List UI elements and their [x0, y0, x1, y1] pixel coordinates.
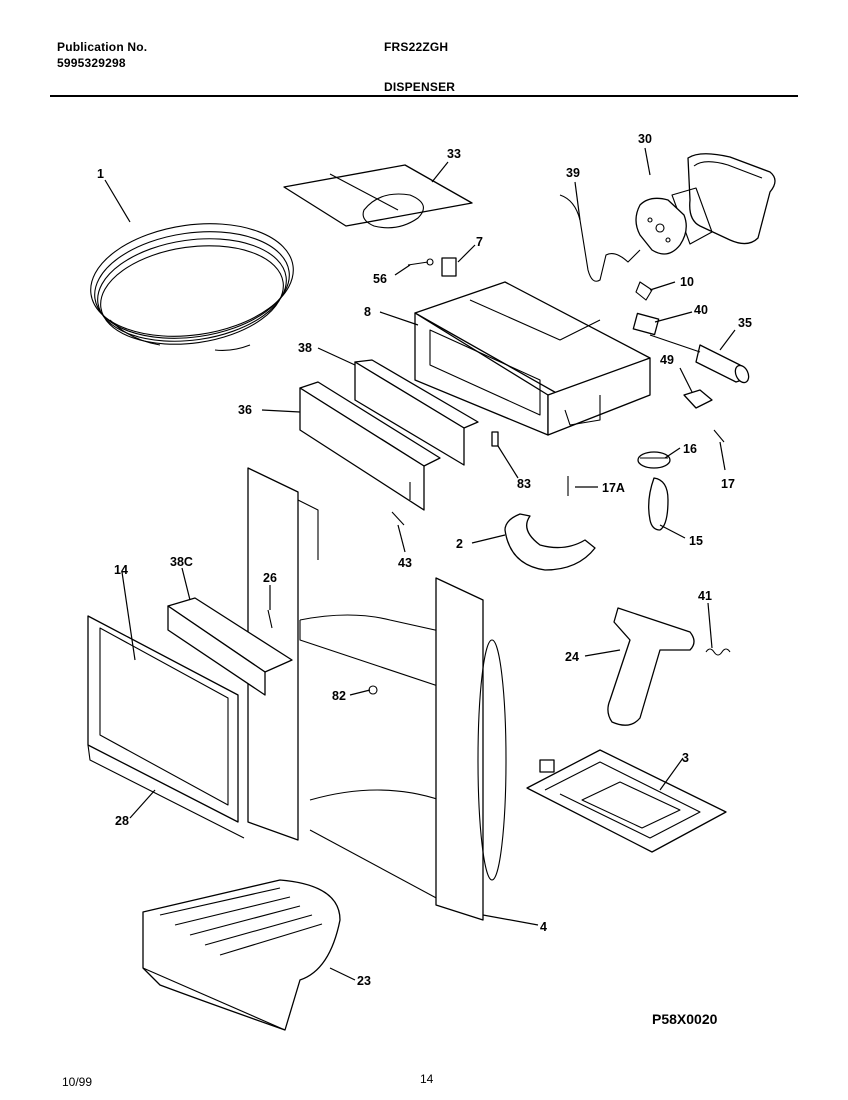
leader-lines: [104, 147, 736, 981]
part-23-drip-tray: [142, 879, 341, 1031]
part-38c-control-board: [167, 597, 293, 696]
page-number: 14: [420, 1072, 434, 1086]
part-8-dispenser-housing: [414, 281, 651, 436]
callout-10: 10: [680, 275, 694, 289]
part-82-spacer: [368, 685, 378, 695]
callout-26: 26: [263, 571, 277, 585]
callout-8: 8: [364, 305, 371, 319]
part-38-panel: [354, 359, 479, 466]
part-49-switch: [683, 389, 713, 409]
part-83-bracket: [491, 431, 499, 447]
callout-36: 36: [238, 403, 252, 417]
callout-3: 3: [682, 751, 689, 765]
callout-82: 82: [332, 689, 346, 703]
callout-7: 7: [476, 235, 483, 249]
section-title: DISPENSER: [384, 80, 456, 94]
part-17-screw: [713, 429, 725, 443]
part-41-spring: [705, 648, 731, 656]
callout-4: 4: [540, 920, 547, 934]
part-40-terminal: [632, 312, 660, 336]
drawing-code: P58X0020: [652, 1011, 718, 1027]
callout-14: 14: [114, 563, 128, 577]
callout-16: 16: [683, 442, 697, 456]
callout-23: 23: [357, 974, 371, 988]
part-43-screw: [391, 511, 405, 526]
callout-33: 33: [447, 147, 461, 161]
callout-1: 1: [97, 167, 104, 181]
dispenser-base-frame: [299, 614, 481, 901]
callout-35: 35: [738, 316, 752, 330]
part-35-solenoid: [649, 334, 750, 384]
publication-label: Publication No.: [57, 40, 148, 54]
part-30-motor-cover: [635, 153, 776, 255]
part-36-control-board: [299, 381, 441, 511]
part-16-damper: [637, 451, 671, 469]
callout-38: 38: [298, 341, 312, 355]
callout-17A: 17A: [602, 481, 625, 495]
callout-56: 56: [373, 272, 387, 286]
part-39-wire-harness: [559, 194, 641, 282]
part-33-cover-plate: [283, 164, 473, 229]
part-24-lever-arm: [607, 607, 695, 726]
callout-49: 49: [660, 353, 674, 367]
callout-17: 17: [721, 477, 735, 491]
callout-labels: 1 33 30 39 7 56 10 8 40 35 38 49 36 16 8…: [97, 132, 752, 988]
part-10-connector: [635, 281, 653, 301]
callout-2: 2: [456, 537, 463, 551]
publication-number: 5995329298: [57, 56, 126, 70]
part-2-chute-ring: [504, 513, 596, 571]
part-28-front-bezel: [87, 615, 245, 839]
footer-date: 10/99: [62, 1075, 93, 1089]
part-3-heater: [526, 749, 727, 853]
part-56-screw: [407, 258, 434, 266]
model-number: FRS22ZGH: [384, 40, 449, 54]
part-7-clip: [441, 257, 457, 277]
callout-41: 41: [698, 589, 712, 603]
callout-24: 24: [565, 650, 579, 664]
callout-39: 39: [566, 166, 580, 180]
callout-30: 30: [638, 132, 652, 146]
part-1-tubing-coil: [90, 223, 294, 351]
callout-43: 43: [398, 556, 412, 570]
callout-28: 28: [115, 814, 129, 828]
header-rule: [50, 95, 798, 97]
callout-38C: 38C: [170, 555, 193, 569]
callout-15: 15: [689, 534, 703, 548]
part-15-bulb: [648, 477, 669, 531]
callout-40: 40: [694, 303, 708, 317]
part-26-screw: [267, 609, 273, 629]
part-4-tall-door: [435, 577, 507, 921]
callout-83: 83: [517, 477, 531, 491]
